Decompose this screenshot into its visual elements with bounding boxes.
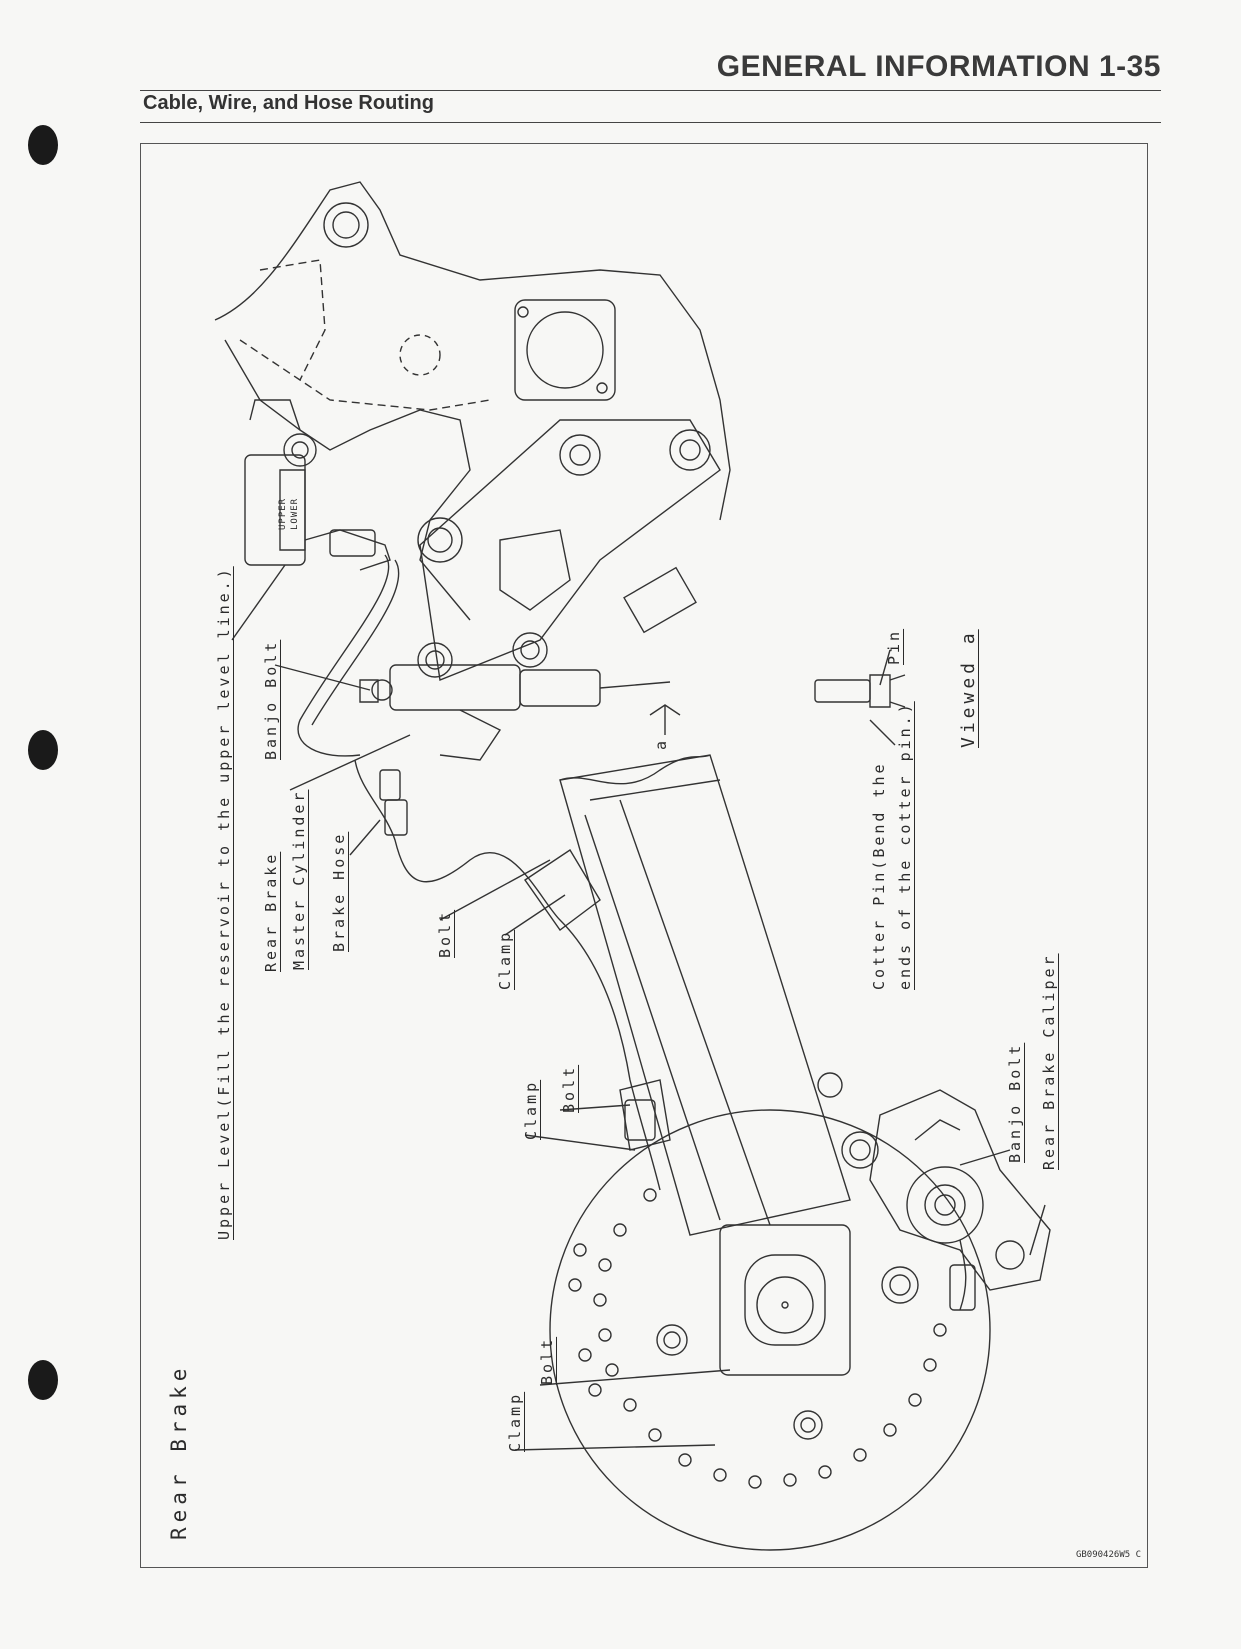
label-bolt-1: Bolt: [436, 909, 454, 958]
page-header-title: GENERAL INFORMATION 1-35: [716, 50, 1161, 83]
axle-block: [720, 1225, 850, 1375]
label-bolt-2: Bolt: [560, 1064, 578, 1113]
label-rear-brake: Rear Brake: [262, 851, 280, 972]
label-bolt-3: Bolt: [538, 1336, 556, 1385]
label-upper-level: Upper Level(Fill the reservoir to the up…: [215, 566, 233, 1240]
reservoir-cap: [284, 434, 316, 466]
label-clamp-3: Clamp: [506, 1391, 524, 1452]
label-brake-hose: Brake Hose: [330, 831, 348, 952]
reservoir-hose: [298, 555, 389, 756]
diagram-frame: [140, 143, 1148, 1568]
hose-clamp-1: [525, 850, 600, 930]
punch-hole-middle: [28, 730, 58, 770]
label-arrow-a: a: [652, 737, 670, 750]
frame-plate: [515, 300, 615, 400]
section-title: Cable, Wire, and Hose Routing: [143, 92, 434, 114]
section-rule: [140, 122, 1161, 123]
cotter-pin-detail: [815, 675, 905, 707]
label-cotter-pin-2: ends of the cotter pin.): [896, 701, 914, 990]
label-cotter-pin: Cotter Pin(Bend the: [870, 761, 888, 990]
frame-outline: [215, 182, 730, 520]
frame-bolt-hole-top: [324, 203, 368, 247]
punch-hole-bottom: [28, 1360, 58, 1400]
reservoir-upper-mark: UPPER: [278, 497, 288, 530]
label-viewed-a: Viewed a: [958, 629, 979, 748]
hose-clamp-2: [620, 1080, 670, 1150]
master-cylinder-body: [390, 665, 520, 710]
label-clamp-2: Clamp: [522, 1079, 540, 1140]
label-rear-brake-caliper: Rear Brake Caliper: [1040, 953, 1058, 1170]
reservoir-lower-mark: LOWER: [290, 497, 300, 530]
brake-caliper: [870, 1090, 1050, 1290]
label-master-cylinder: Master Cylinder: [290, 789, 308, 970]
punch-hole-top: [28, 125, 58, 165]
label-banjo-bolt-top: Banjo Bolt: [262, 639, 280, 760]
view-arrow-a: [650, 705, 680, 735]
label-clamp-1: Clamp: [496, 929, 514, 990]
frame-lower-outline: [225, 340, 470, 620]
label-pin: Pin: [885, 628, 903, 665]
disc-holes: [569, 1189, 946, 1488]
brake-disc: [550, 1110, 990, 1550]
label-banjo-bolt-bottom: Banjo Bolt: [1006, 1042, 1024, 1163]
brake-hose-line: [355, 760, 660, 1190]
swing-arm-upper: [560, 755, 850, 1235]
caliper-hose: [960, 1240, 966, 1310]
pivot-plate: [420, 420, 720, 680]
header-rule: [140, 90, 1161, 91]
diagram-title: Rear Brake: [167, 1363, 191, 1540]
document-code: GB090426W5 C: [1075, 1550, 1141, 1560]
